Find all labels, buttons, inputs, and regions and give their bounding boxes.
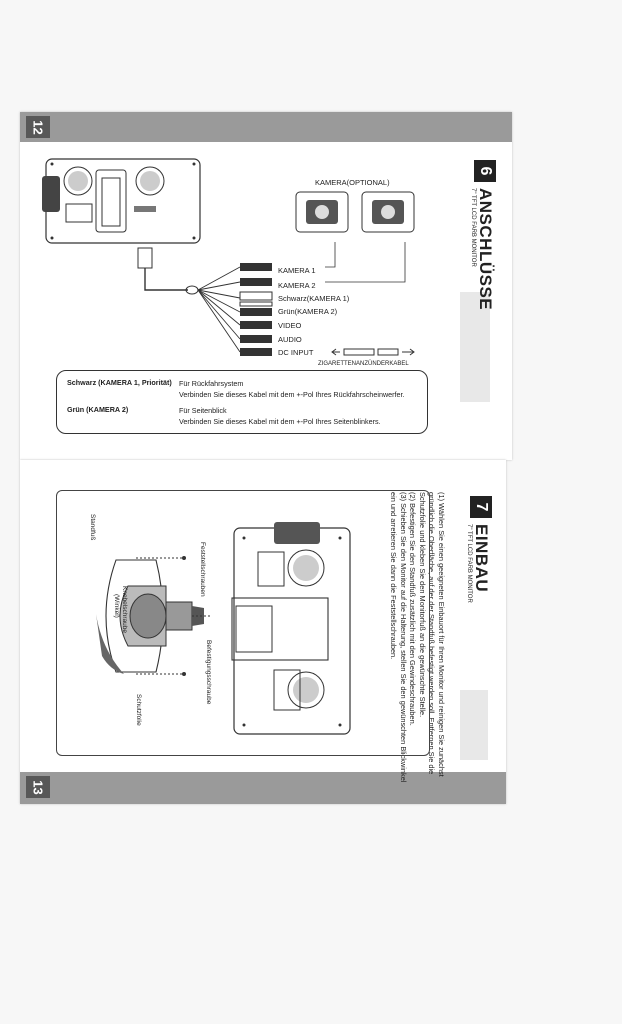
camera-illustrations — [295, 191, 415, 233]
wiring-table: Schwarz (KAMERA 1, Priorität) Für Rückfa… — [56, 370, 428, 434]
connector-label-5: VIDEO — [278, 321, 302, 330]
label-winkel: (Winkel) — [113, 594, 120, 618]
camera-optional-label: KAMERA(OPTIONAL) — [315, 178, 390, 187]
monitor-back-illustration — [42, 158, 201, 244]
faded-tab — [460, 690, 488, 760]
connector-label-6: AUDIO — [278, 335, 302, 344]
section-title: EINBAU — [472, 524, 491, 593]
label-standfuss: Standfuß — [89, 514, 96, 541]
page-number-13: 13 — [26, 776, 50, 798]
label-befestigungsschraube: Befestigungsschraube — [205, 640, 212, 705]
section-subtitle: 7" TFT LCD FARB MONITOR — [466, 524, 472, 603]
cigarette-cable-label: ZIGARETTENANZÜNDERKABEL — [318, 361, 409, 367]
connector-label-7: DC INPUT — [278, 348, 314, 357]
connector-label-4: Grün(KAMERA 2) — [278, 307, 338, 316]
section-heading: 6ANSCHLÜSSE 7" TFT LCD FARB MONITOR — [470, 160, 496, 310]
section-number: 6 — [474, 160, 496, 182]
label-schutzfolie: Schutzfolie — [135, 694, 142, 726]
stand-illustration — [96, 556, 212, 676]
cable-harness — [137, 242, 415, 356]
faded-tab — [460, 292, 490, 402]
manual-page-12: 12 6ANSCHLÜSSE 7" TFT LCD FARB MONITOR K… — [20, 112, 512, 460]
label-knebelschraube: Knebelschraube — [121, 586, 128, 633]
page-number-12: 12 — [26, 116, 50, 138]
mounting-diagram-frame — [56, 490, 430, 756]
section-title: ANSCHLÜSSE — [476, 188, 495, 311]
monitor-mount-illustration — [231, 522, 351, 735]
connector-label-3: Schwarz(KAMERA 1) — [278, 294, 350, 303]
manual-page-13: 13 7EINBAU 7" TFT LCD FARB MONITOR (1) W… — [20, 460, 506, 804]
header-strip — [20, 112, 512, 142]
section-heading: 7EINBAU 7" TFT LCD FARB MONITOR — [466, 496, 492, 603]
connector-label-2: KAMERA 2 — [278, 281, 316, 290]
footer-strip — [20, 772, 506, 804]
connector-label-1: KAMERA 1 — [278, 266, 316, 275]
label-feststellschrauben: Feststellschrauben — [199, 542, 206, 597]
section-number: 7 — [470, 496, 492, 518]
